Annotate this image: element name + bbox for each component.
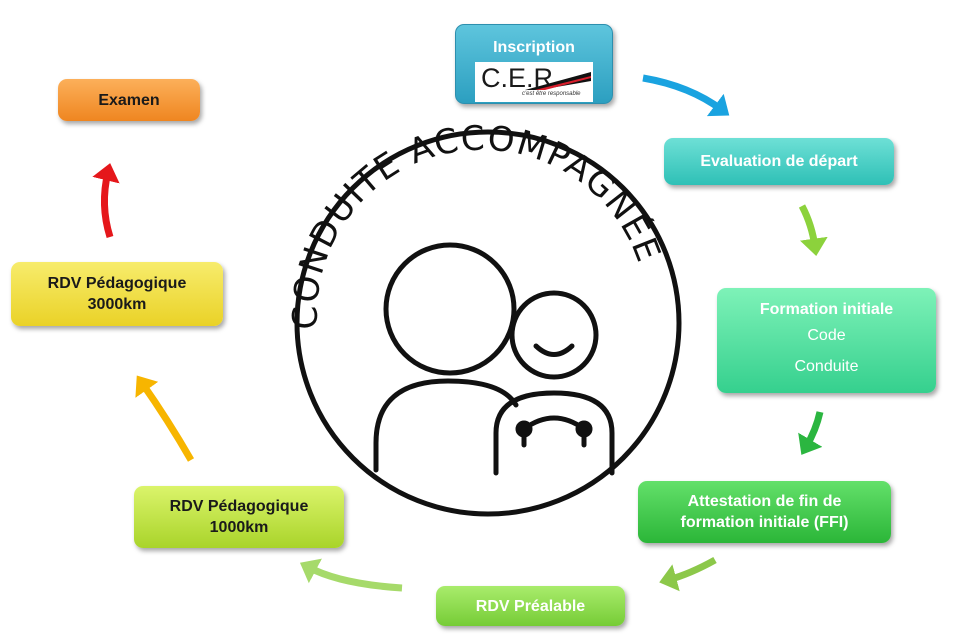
step-attestation-ffi: Attestation de fin de formation initiale… bbox=[638, 481, 891, 543]
arrow-rdv3000-to-examen bbox=[92, 163, 120, 239]
formation-item-conduite: Conduite bbox=[794, 358, 859, 375]
step-rdv3000-line2: 3000km bbox=[87, 296, 147, 313]
emblem-ring bbox=[294, 129, 682, 517]
arrow-rdv1000-to-rdv3000 bbox=[135, 375, 195, 462]
arrow-prealable-to-rdv1000 bbox=[299, 558, 403, 592]
step-rdv-prealable: RDV Préalable bbox=[436, 586, 625, 626]
step-inscription-label: Inscription bbox=[493, 39, 575, 56]
step-rdv1000-line1: RDV Pédagogique bbox=[169, 498, 309, 515]
step-ffi-line1: Attestation de fin de bbox=[687, 493, 842, 510]
conduite-accompagnee-emblem: CONDUITE ACCOMPAGNÉE bbox=[288, 123, 682, 517]
step-evaluation-depart: Evaluation de départ bbox=[664, 138, 894, 185]
road-icon bbox=[525, 72, 591, 90]
step-formation-initiale: Formation initiale Code Conduite bbox=[717, 288, 936, 393]
step-rdv-pedagogique-3000: RDV Pédagogique 3000km bbox=[11, 262, 223, 326]
formation-item-code: Code bbox=[807, 327, 846, 344]
step-inscription: Inscription C.E.R c'est être responsable bbox=[455, 24, 613, 104]
step-rdv-pedagogique-1000: RDV Pédagogique 1000km bbox=[134, 486, 344, 548]
step-evaluation-label: Evaluation de départ bbox=[700, 153, 858, 170]
cer-logo-tagline: c'est être responsable bbox=[522, 91, 581, 97]
step-rdv1000-line2: 1000km bbox=[209, 519, 269, 536]
child-icon bbox=[493, 290, 615, 476]
step-examen-label: Examen bbox=[98, 91, 160, 109]
cer-logo: C.E.R c'est être responsable bbox=[475, 62, 593, 102]
step-formation-label: Formation initiale bbox=[759, 301, 894, 318]
arrow-ffi-to-prealable bbox=[659, 556, 717, 592]
step-prealable-label: RDV Préalable bbox=[475, 597, 586, 615]
step-examen: Examen bbox=[58, 79, 200, 121]
step-rdv3000-line1: RDV Pédagogique bbox=[47, 275, 187, 292]
arrow-evaluation-to-formation bbox=[798, 204, 828, 257]
step-ffi-line2: formation initiale (FFI) bbox=[680, 514, 849, 531]
arrow-inscription-to-evaluation bbox=[642, 74, 730, 117]
adult-icon bbox=[373, 242, 519, 473]
arrow-formation-to-ffi bbox=[798, 411, 824, 455]
